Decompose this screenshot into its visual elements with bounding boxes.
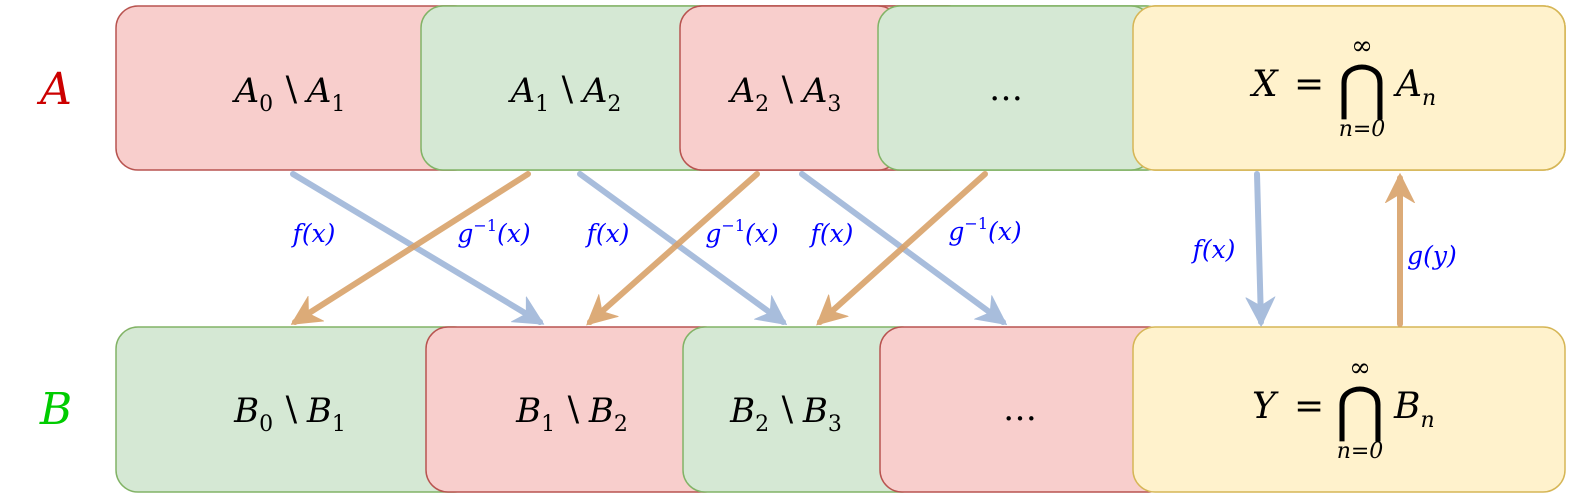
row-a-boxes <box>115 5 1566 171</box>
box-a-limit-top <box>1132 5 1566 171</box>
svg-text:∞: ∞ <box>1351 31 1373 61</box>
label-a-ellipsis: … <box>989 69 1023 109</box>
label-ginv-0: g−1(x) <box>457 216 530 248</box>
arrow-f-limit <box>1257 171 1261 322</box>
label-b1-b2: B1∖B2 <box>515 391 628 437</box>
label-f-limit: f(x) <box>1191 235 1236 264</box>
arrow-labels: f(x) f(x) f(x) f(x) g−1(x) g−1(x) g−1(x)… <box>291 214 1457 270</box>
svg-text:=: = <box>1294 64 1324 105</box>
arrow-ginv-0 <box>295 171 531 325</box>
label-b-ellipsis: … <box>1003 389 1037 429</box>
label-x-limit: X = ∞ ⋂ n=0 An <box>1249 31 1436 142</box>
svg-text:∞: ∞ <box>1349 353 1371 383</box>
label-a1-a2: A1∖A2 <box>508 71 622 117</box>
label-f-1: f(x) <box>585 219 630 248</box>
row-label-b: B <box>39 384 72 435</box>
label-a0-a1: A0∖A1 <box>232 71 346 117</box>
svg-text:n=0: n=0 <box>1337 439 1384 464</box>
label-a2-a3: A2∖A3 <box>728 71 842 117</box>
svg-text:=: = <box>1294 386 1324 427</box>
arrow-ginv-2 <box>820 171 988 322</box>
label-b2-b3: B2∖B3 <box>729 391 842 437</box>
label-g-limit: g(y) <box>1407 241 1457 270</box>
svg-text:X: X <box>1249 64 1279 105</box>
arrow-ginv-1 <box>590 171 760 322</box>
label-f-2: f(x) <box>809 219 854 248</box>
arrow-f-1 <box>577 171 783 322</box>
label-y-limit: Y = ∞ ⋂ n=0 Bn <box>1252 353 1435 464</box>
label-ginv-1: g−1(x) <box>705 216 778 248</box>
svg-text:Bn: Bn <box>1393 386 1435 433</box>
arrows <box>290 171 1400 325</box>
label-ginv-2: g−1(x) <box>948 214 1021 246</box>
label-b0-b1: B0∖B1 <box>233 391 346 437</box>
box-b-limit <box>1132 326 1566 493</box>
svg-text:n=0: n=0 <box>1339 117 1386 142</box>
svg-text:An: An <box>1393 64 1436 111</box>
row-b-boxes <box>115 326 1566 493</box>
svg-text:Y: Y <box>1252 386 1279 427</box>
row-label-a: A <box>36 64 72 115</box>
svg-text:⋂: ⋂ <box>1337 53 1386 123</box>
label-f-0: f(x) <box>291 219 336 248</box>
svg-text:⋂: ⋂ <box>1335 375 1384 445</box>
